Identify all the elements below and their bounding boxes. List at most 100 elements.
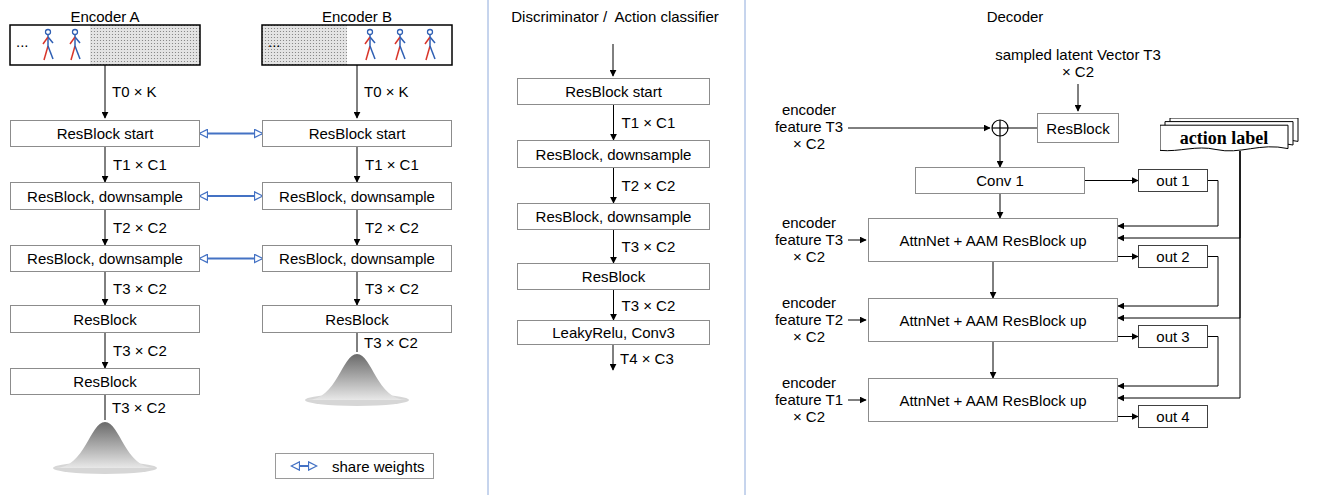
tensor-shape: T3 × C2 <box>112 342 168 359</box>
resblock-box: ResBlock, downsample <box>10 182 200 210</box>
double-arrow-sample <box>284 459 324 473</box>
flow-arrow <box>105 147 106 182</box>
section-title: Decoder <box>955 8 1075 25</box>
block-name: ResBlock, downsample <box>279 188 435 205</box>
flow-arrow <box>1118 256 1138 257</box>
block-name: ResBlock, downsample <box>27 188 183 205</box>
block-name: ResBlock, downsample <box>536 208 692 225</box>
input-note: encoder feature T3 × C2 <box>772 214 846 265</box>
share-weights-arrow <box>200 195 262 197</box>
flow-arrow <box>105 272 106 305</box>
input-note: encoder feature T2 × C2 <box>772 294 846 345</box>
conv-box: Conv 1 <box>915 167 1085 194</box>
tensor-shape: T0 × K <box>364 83 434 100</box>
flow-arrow <box>357 210 358 245</box>
flow-arrow <box>993 262 994 298</box>
flow-arrow <box>613 105 614 140</box>
resblock-box: ResBlock start <box>262 120 452 147</box>
block-name: ResBlock <box>1046 120 1109 137</box>
resblock-box: ResBlock <box>1037 113 1119 143</box>
block-name: ResBlock <box>73 311 136 328</box>
input-note: encoder feature T1 × C2 <box>772 374 846 425</box>
block-name: ResBlock <box>582 268 645 285</box>
conv-box: LeakyRelu, Conv3 <box>517 320 710 345</box>
block-name: ResBlock <box>73 373 136 390</box>
resblock-box: ResBlock <box>10 368 200 395</box>
flow-arrow <box>357 272 358 305</box>
tensor-shape: T1 × C1 <box>364 156 420 173</box>
resblock-box: ResBlock start <box>10 120 200 147</box>
output-box: out 3 <box>1138 325 1208 348</box>
flow-arrow <box>993 342 994 378</box>
resblock-box: ResBlock, downsample <box>10 245 200 272</box>
output-box: out 1 <box>1138 169 1208 192</box>
block-name: ResBlock start <box>565 83 662 100</box>
gaussian-distribution <box>305 354 409 406</box>
tensor-shape: T3 × C2 <box>621 297 677 314</box>
flow-arrow <box>613 290 614 320</box>
flow-arrow <box>613 230 614 263</box>
legend-text: share weights <box>332 458 425 475</box>
tensor-shape: T3 × C2 <box>112 280 168 297</box>
block-name: action label <box>1180 130 1269 147</box>
tensor-shape: T2 × C2 <box>364 219 420 236</box>
resblock-box: ResBlock <box>10 305 200 333</box>
flow-arrow <box>1118 151 1240 318</box>
resblock-box: ResBlock, downsample <box>262 245 452 272</box>
flow-arrow <box>613 168 614 203</box>
block-name: AttnNet + AAM ResBlock up <box>899 312 1086 329</box>
flow-arrow <box>1118 336 1138 337</box>
tensor-shape: T3 × C2 <box>364 334 434 351</box>
block-name: AttnNet + AAM ResBlock up <box>899 232 1086 249</box>
section-divider <box>745 0 746 495</box>
tensor-shape: T1 × C1 <box>621 114 677 131</box>
tensor-shape: T3 × C2 <box>621 238 677 255</box>
resblock-box: ResBlock, downsample <box>262 182 452 210</box>
block-name: ResBlock, downsample <box>536 146 692 163</box>
section-title: Discriminator / Action classifier <box>490 8 740 25</box>
resblock-box: ResBlock <box>262 305 452 333</box>
resblock-box: ResBlock, downsample <box>517 140 710 168</box>
legend-entry: share weights <box>275 453 434 479</box>
flow-arrow <box>105 210 106 245</box>
sum-symbol <box>992 120 1008 136</box>
tensor-shape: T2 × C2 <box>621 177 677 194</box>
flow-arrow <box>357 147 358 182</box>
input-note: sampled latent Vector T3 × C2 <box>993 46 1163 80</box>
tensor-shape: T3 × C2 <box>364 280 420 297</box>
share-weights-arrow <box>200 133 262 135</box>
flow-arrow <box>1118 416 1138 417</box>
flow-arrow <box>1000 194 1001 218</box>
resblock-box: ResBlock start <box>517 78 710 105</box>
attention-block-box: AttnNet + AAM ResBlock up <box>868 218 1118 262</box>
ellipsis-mark: ... <box>268 33 298 50</box>
input-note: encoder feature T3 × C2 <box>772 101 846 152</box>
block-name: AttnNet + AAM ResBlock up <box>899 392 1086 409</box>
flow-arrow <box>1118 151 1240 238</box>
tensor-shape: T2 × C2 <box>112 219 168 236</box>
output-box: out 2 <box>1138 245 1208 268</box>
motion-input-strip <box>262 25 452 65</box>
output-box: out 4 <box>1138 405 1208 428</box>
gaussian-distribution <box>53 422 157 474</box>
block-name: ResBlock <box>325 311 388 328</box>
block-name: LeakyRelu, Conv3 <box>552 324 675 341</box>
motion-input-strip <box>10 25 200 65</box>
attention-block-box: AttnNet + AAM ResBlock up <box>868 378 1118 422</box>
tensor-shape: T3 × C2 <box>112 399 182 416</box>
block-name: ResBlock start <box>309 125 406 142</box>
block-name: ResBlock, downsample <box>279 250 435 267</box>
block-name: ResBlock, downsample <box>27 250 183 267</box>
block-name: out 3 <box>1156 328 1189 345</box>
tensor-shape: T4 × C3 <box>620 350 690 367</box>
block-name: out 2 <box>1156 248 1189 265</box>
resblock-box: ResBlock, downsample <box>517 203 710 230</box>
flow-arrow <box>1118 151 1240 398</box>
tensor-shape: T1 × C1 <box>112 156 168 173</box>
label-stack: action label <box>1160 118 1300 154</box>
resblock-box: ResBlock <box>517 263 710 290</box>
section-title: Encoder B <box>297 8 417 25</box>
section-title: Encoder A <box>45 8 165 25</box>
section-divider <box>488 0 489 495</box>
ellipsis-mark: ... <box>16 33 46 50</box>
